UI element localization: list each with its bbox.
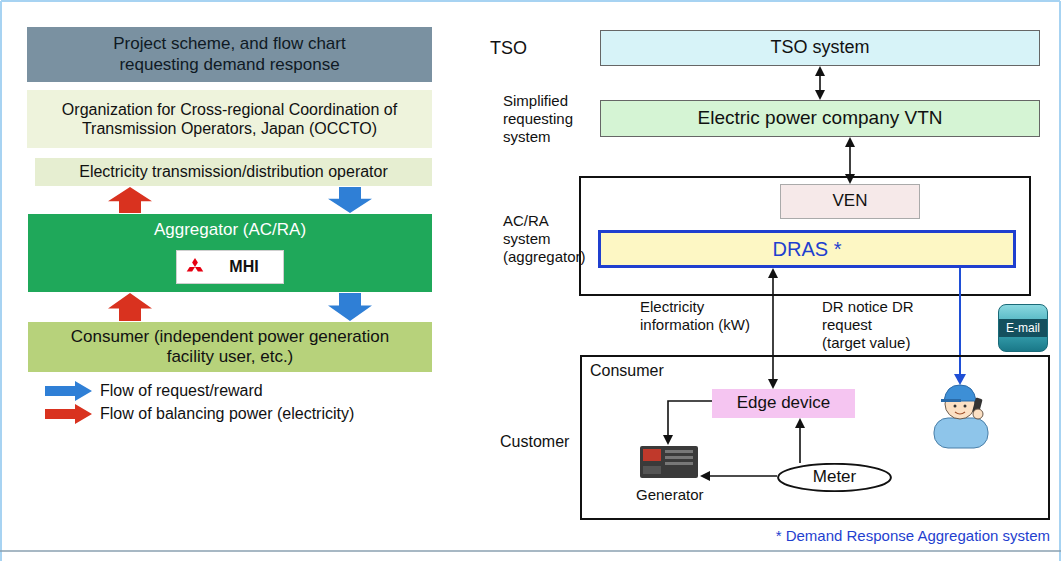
- legend-arrow-red: [45, 404, 92, 424]
- block-arrow-shape: [108, 293, 152, 321]
- node-text: DRAS *: [773, 237, 842, 261]
- bottom-rule: [0, 550, 1061, 552]
- meter-ellipse: Meter: [777, 463, 892, 492]
- block-arrow: [328, 187, 372, 213]
- arrowhead: [815, 90, 825, 100]
- node-text: Electric power company VTN: [698, 107, 943, 130]
- frame-line: [0, 1, 2, 561]
- row-label: TSO: [490, 38, 570, 60]
- worker-figure: [934, 385, 988, 448]
- arrowhead: [845, 174, 855, 184]
- block-arrow-shape: [328, 187, 372, 213]
- block-arrow: [328, 293, 372, 321]
- footnote: * Demand Response Aggregation system: [640, 527, 1050, 545]
- node-text: Aggregator (AC/RA): [154, 220, 306, 240]
- ellipse-shape: [778, 464, 891, 491]
- signal-label: Electricity information (kW): [640, 298, 760, 334]
- connector-line: [819, 74, 821, 92]
- node-text: VEN: [833, 191, 868, 211]
- system-box: Electric power company VTN: [600, 100, 1040, 137]
- arrowhead: [768, 379, 778, 389]
- operator-band: Electricity transmission/distribution op…: [35, 158, 432, 186]
- arrowhead: [768, 268, 778, 278]
- edge-device-box: Edge device: [712, 389, 855, 418]
- edge-to-generator-wire: [663, 401, 712, 445]
- arrowhead: [845, 137, 855, 147]
- block-arrow: [108, 293, 152, 321]
- block-arrow: [108, 187, 152, 213]
- part-label: Generator: [636, 486, 716, 504]
- consumer-band: Consumer (independent power generation f…: [28, 322, 432, 372]
- arrowhead: [795, 418, 805, 428]
- node-text: Electricity transmission/distribution op…: [79, 162, 388, 181]
- arrowhead: [815, 66, 825, 76]
- node-text: Organization for Cross-regional Coordina…: [47, 100, 412, 138]
- system-box: TSO system: [600, 30, 1040, 66]
- connector: [795, 418, 805, 463]
- signal-label: DR notice DR request (target value): [822, 298, 914, 352]
- meter-to-generator-wire: [700, 471, 777, 481]
- node-text: Edge device: [737, 393, 831, 413]
- frame-line: [1059, 1, 1061, 561]
- block-arrow-shape: [108, 187, 152, 213]
- connector-line: [849, 145, 851, 176]
- row-label: Simplified requesting system: [503, 92, 587, 146]
- connector-line: [772, 276, 774, 381]
- ven-box: VEN: [780, 184, 920, 219]
- node-text: TSO system: [770, 37, 869, 59]
- node-text: MHI: [229, 257, 258, 276]
- organization-band: Organization for Cross-regional Coordina…: [27, 90, 432, 148]
- dr-notice-line: [954, 264, 966, 385]
- legend-text: Flow of balancing power (electricity): [100, 404, 354, 423]
- connector: [815, 66, 825, 100]
- node-text: Consumer (independent power generation f…: [58, 327, 402, 368]
- block-arrow-shape: [328, 293, 372, 321]
- connector-line: [799, 426, 801, 463]
- aggregator-band: Aggregator (AC/RA) MHI: [28, 214, 432, 292]
- generator-icon: [640, 446, 698, 478]
- mhi-logo: [184, 258, 206, 276]
- node-text: E-mail: [999, 319, 1047, 337]
- title-banner: Project scheme, and flow chart requestin…: [27, 27, 432, 82]
- legend-text: Flow of request/reward: [100, 381, 263, 400]
- row-label: Customer: [500, 432, 576, 451]
- connector: [845, 137, 855, 184]
- node-text: Consumer: [590, 361, 664, 380]
- aggregator-system-frame: [580, 177, 1030, 295]
- legend-arrow-blue: [45, 381, 92, 401]
- connector: [768, 268, 778, 389]
- email-icon: E-mail: [998, 304, 1048, 352]
- node-text: Meter: [813, 467, 856, 487]
- row-label: AC/RA system (aggregator): [503, 212, 593, 266]
- frame-line: [1, 0, 1060, 2]
- dras-box: DRAS *: [598, 230, 1016, 268]
